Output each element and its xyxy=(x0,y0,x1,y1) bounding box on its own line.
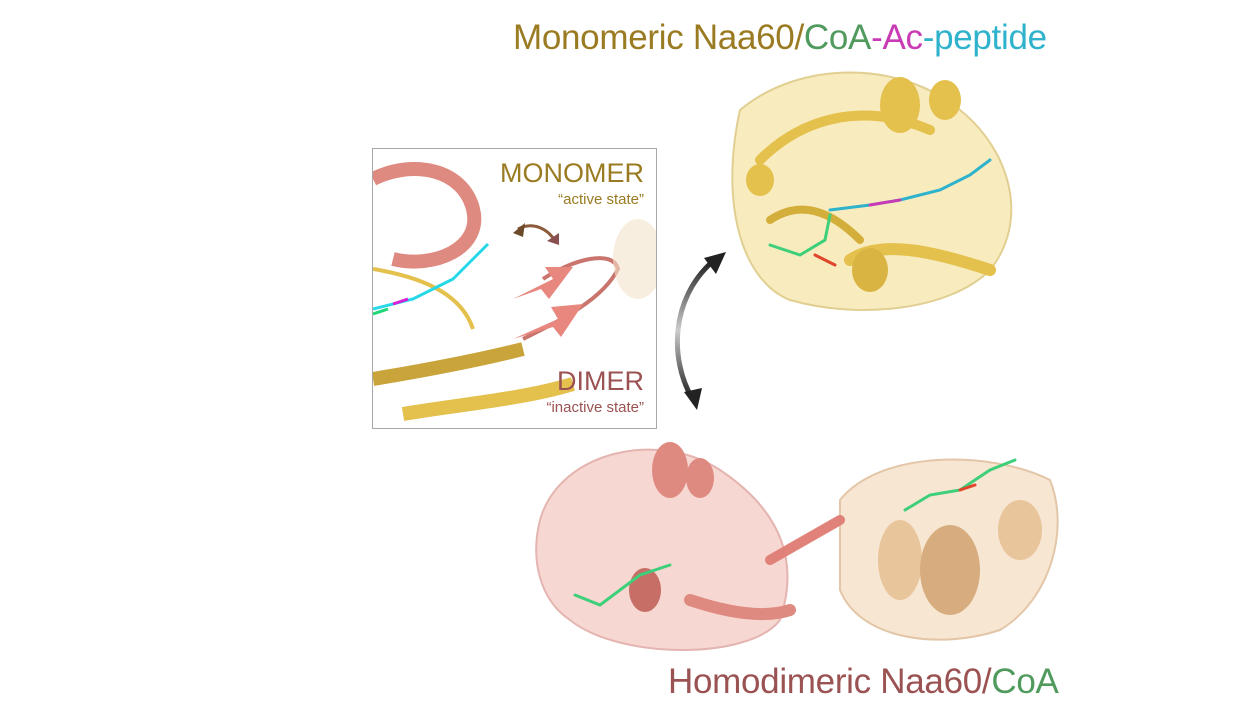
title-ac: Ac xyxy=(882,18,923,57)
monomer-structure xyxy=(731,71,1013,311)
monomer-title: Monomeric Naa60/CoA-Ac-peptide xyxy=(513,18,1047,58)
title-slash: / xyxy=(981,662,992,701)
title-coa: CoA xyxy=(991,662,1059,701)
title-peptide: peptide xyxy=(934,18,1047,57)
monomer-label: MONOMER xyxy=(500,158,644,188)
title-coa: CoA xyxy=(803,18,872,57)
dimer-structure xyxy=(535,442,1059,651)
inset-comparison-panel: MONOMER “active state” DIMER “inactive s… xyxy=(372,148,657,429)
conformational-switch-arrow xyxy=(675,252,726,410)
inset-overlay-structure xyxy=(373,162,656,421)
dimer-label: DIMER xyxy=(557,366,644,396)
title-dash: - xyxy=(871,18,883,57)
monomer-state-label: “active state” xyxy=(558,191,644,208)
dimer-state-label: “inactive state” xyxy=(546,399,644,416)
title-dash: - xyxy=(922,18,935,57)
dimer-title: Homodimeric Naa60/CoA xyxy=(668,662,1059,702)
title-naa60: Monomeric Naa60 xyxy=(513,18,795,57)
title-homodimeric-naa60: Homodimeric Naa60 xyxy=(668,662,982,701)
title-slash: / xyxy=(794,18,804,57)
